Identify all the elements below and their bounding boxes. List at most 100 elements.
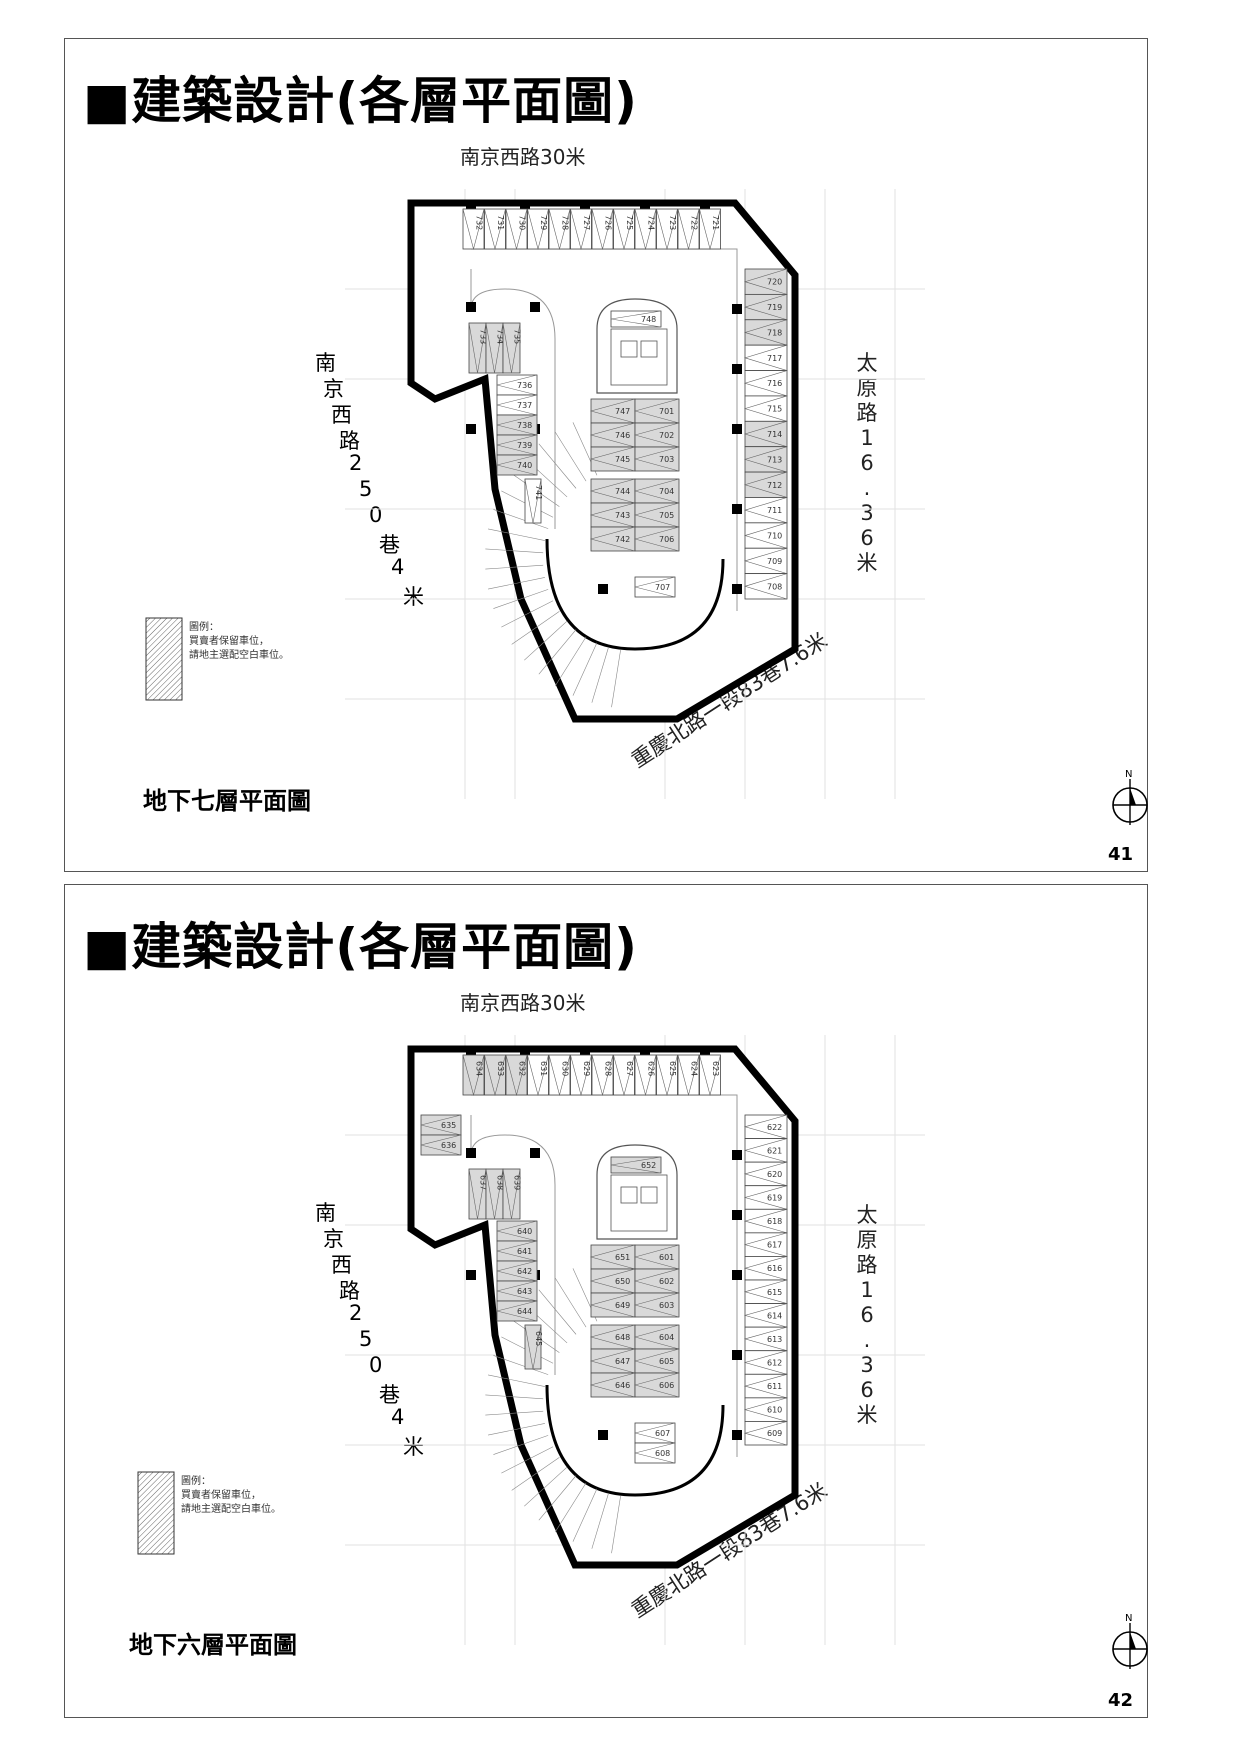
stall-number: 728 [561, 215, 570, 230]
stall-number: 718 [767, 328, 782, 337]
parking-stall: 747 [589, 398, 636, 424]
stall-number: 726 [604, 215, 613, 230]
parking-stall: 641 [496, 1240, 538, 1262]
driveway-line [470, 269, 556, 529]
stall-number: 602 [659, 1277, 674, 1286]
stall-number: 727 [582, 215, 591, 230]
parking-stall: 604 [633, 1324, 680, 1350]
stall-number: 626 [647, 1061, 656, 1076]
column [732, 1150, 742, 1160]
elevator-icon [640, 1186, 658, 1204]
column [732, 504, 742, 514]
stall-number: 613 [767, 1335, 782, 1344]
stall-number: 704 [659, 487, 674, 496]
ramp-tread [501, 1446, 554, 1474]
ramp-tread [493, 589, 549, 609]
parking-stall: 609 [743, 1421, 788, 1446]
parking-stall: 707 [634, 576, 676, 598]
parking-stall: 711 [743, 497, 788, 524]
parking-stall: 616 [743, 1256, 788, 1281]
stall-number: 601 [659, 1253, 674, 1262]
parking-stall: 740 [496, 454, 538, 476]
stall-number: 719 [767, 303, 782, 312]
stall-number: 609 [767, 1429, 782, 1438]
ramp-inner [545, 1384, 725, 1497]
stall-number: 634 [475, 1061, 484, 1076]
legend-swatch [137, 1471, 175, 1555]
ramp-inner [545, 538, 725, 651]
ramp-tread [485, 1394, 544, 1400]
legend-swatch [145, 617, 183, 701]
stall-number: 622 [767, 1123, 782, 1132]
parking-stall: 718 [743, 319, 788, 346]
ramp-tread [485, 1410, 544, 1416]
road-label-top: 南京西路30米 [460, 145, 586, 169]
ramp-tread [572, 642, 598, 696]
stall-number: 710 [767, 532, 782, 541]
ramp-tread [538, 443, 577, 489]
stall-number: 732 [475, 215, 484, 230]
parking-stall: 603 [633, 1292, 680, 1318]
column [732, 1210, 742, 1220]
stall-number: 636 [441, 1141, 456, 1150]
stall-number: 625 [668, 1061, 677, 1076]
stall-number: 624 [690, 1061, 699, 1076]
stall-number: 639 [513, 1175, 522, 1190]
ramp-tread [487, 1374, 545, 1387]
parking-stall: 642 [496, 1260, 538, 1282]
stall-number: 620 [767, 1170, 782, 1179]
parking-stall: 617 [743, 1232, 788, 1257]
parking-stall: 709 [743, 547, 788, 575]
parking-stall: 725 [613, 208, 635, 251]
ramp-tread [511, 611, 560, 645]
stall-number: 735 [513, 329, 522, 344]
parking-stall: 646 [589, 1372, 636, 1398]
stall-number: 619 [767, 1194, 782, 1203]
ramp-tread [554, 636, 587, 687]
stall-number: 641 [517, 1247, 532, 1256]
stall-number: 640 [517, 1227, 532, 1236]
stall-number: 709 [767, 557, 782, 566]
stall-number: 715 [767, 405, 782, 414]
parking-stall: 632 [505, 1054, 528, 1097]
parking-stall: 634 [462, 1054, 485, 1097]
ramp-tread [554, 1482, 587, 1533]
stall-number: 740 [517, 461, 532, 470]
ramp-tread [511, 1457, 560, 1491]
parking-stall: 650 [589, 1268, 636, 1294]
panel-title: ■建築設計(各層平面圖) [83, 72, 638, 130]
parking-stall: 746 [589, 422, 636, 448]
parking-stall: 739 [496, 434, 538, 456]
stall-number: 702 [659, 431, 674, 440]
column [466, 1270, 476, 1280]
parking-stall: 713 [743, 446, 788, 473]
stall-number: 723 [668, 215, 677, 230]
parking-stall: 736 [496, 374, 538, 396]
parking-stall: 614 [743, 1303, 788, 1328]
parking-stall: 648 [589, 1324, 636, 1350]
parking-stall: 741 [524, 478, 543, 524]
stall-number: 621 [767, 1146, 782, 1155]
parking-stall: 627 [613, 1054, 635, 1097]
panel-title: ■建築設計(各層平面圖) [83, 918, 638, 976]
ramp-tread [538, 1475, 577, 1521]
stall-number: 623 [711, 1061, 720, 1076]
stall-number: 607 [655, 1429, 670, 1438]
stall-number: 744 [615, 487, 630, 496]
parking-stall: 734 [485, 322, 505, 374]
stall-number: 604 [659, 1333, 674, 1342]
ramp-tread [501, 600, 554, 628]
parking-stall: 645 [524, 1324, 543, 1370]
ramp-tread [493, 509, 549, 529]
column [530, 1148, 540, 1158]
parking-stall: 602 [633, 1268, 680, 1294]
parking-stall: 637 [468, 1168, 488, 1220]
parking-stall: 615 [743, 1279, 788, 1304]
stall-number: 610 [767, 1406, 782, 1415]
stall-number: 646 [615, 1381, 630, 1390]
stall-number: 612 [767, 1359, 782, 1368]
stall-number: 707 [655, 583, 670, 592]
parking-stall: 640 [496, 1220, 538, 1242]
